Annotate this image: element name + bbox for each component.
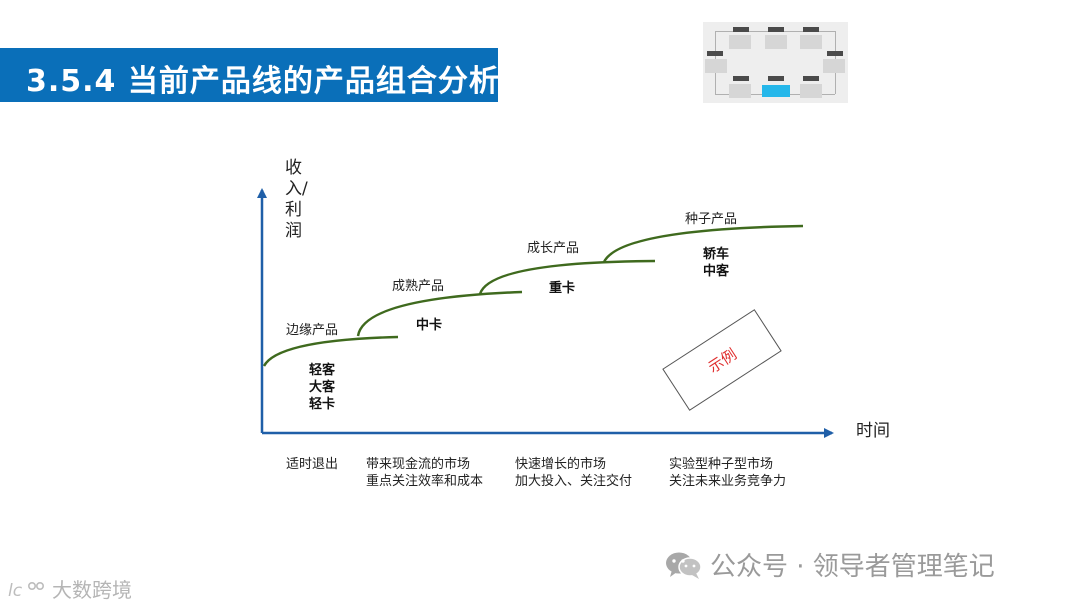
svg-text:lc: lc [8, 581, 23, 600]
product-name: 重卡 [549, 280, 575, 297]
brand-logo-icon: lc [8, 578, 48, 600]
watermark-brand: lc 大数跨境 [8, 574, 132, 603]
page-title: 3.5.4 当前产品线的产品组合分析 [26, 56, 500, 100]
wechat-icon [664, 550, 704, 580]
product-name: 中客 [703, 263, 729, 280]
stage-label-seed: 种子产品 [685, 208, 737, 227]
watermark-right-text: 公众号 · 领导者管理笔记 [710, 546, 995, 583]
product-name: 轿车 [703, 246, 729, 263]
strategy-growth: 快速增长的市场 加大投入、关注交付 [515, 456, 632, 490]
strategy-line: 带来现金流的市场 [366, 456, 483, 473]
strategy-seed: 实验型种子型市场 关注未来业务竞争力 [669, 456, 786, 490]
example-stamp: 示例 [662, 309, 781, 411]
stage-label-mature: 成熟产品 [392, 275, 444, 294]
strategy-line: 重点关注效率和成本 [366, 473, 483, 490]
watermark-wechat: 公众号 · 领导者管理笔记 [664, 546, 995, 583]
strategy-edge: 适时退出 [286, 456, 338, 473]
stage-label-edge: 边缘产品 [286, 319, 338, 338]
x-axis-label: 时间 [856, 416, 890, 441]
product-list-seed: 轿车 中客 [703, 246, 729, 280]
product-list-growth: 重卡 [549, 280, 575, 297]
section-title-bar: 3.5.4 当前产品线的产品组合分析 [0, 48, 498, 102]
product-name: 中卡 [416, 317, 442, 334]
strategy-line: 加大投入、关注交付 [515, 473, 632, 490]
strategy-line: 关注未来业务竞争力 [669, 473, 786, 490]
product-name: 轻客 [309, 362, 335, 379]
watermark-left-text: 大数跨境 [52, 574, 132, 603]
example-stamp-text: 示例 [704, 343, 741, 377]
strategy-line: 适时退出 [286, 456, 338, 473]
strategy-mature: 带来现金流的市场 重点关注效率和成本 [366, 456, 483, 490]
steps-thumbnail [703, 22, 848, 103]
product-list-edge: 轻客 大客 轻卡 [309, 362, 335, 413]
product-list-mature: 中卡 [416, 317, 442, 334]
y-axis-label: 收入/利润 [285, 158, 315, 242]
product-name: 轻卡 [309, 396, 335, 413]
stage-label-growth: 成长产品 [527, 237, 579, 256]
product-name: 大客 [309, 379, 335, 396]
strategy-line: 快速增长的市场 [515, 456, 632, 473]
strategy-line: 实验型种子型市场 [669, 456, 786, 473]
